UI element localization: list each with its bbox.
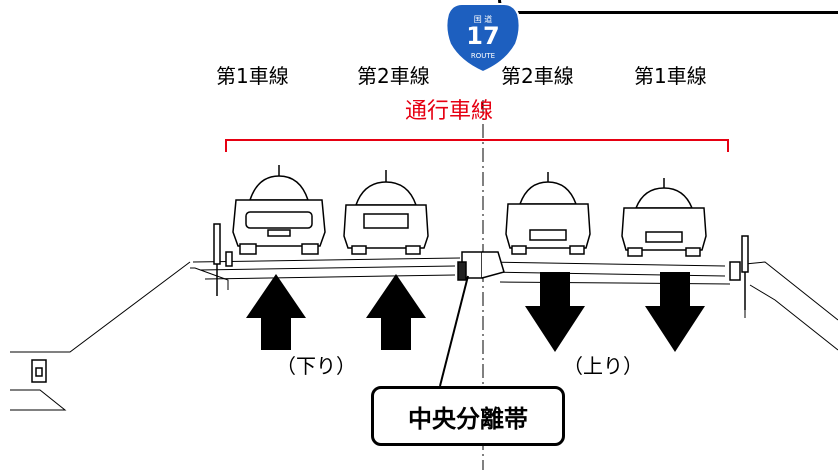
arrow-up-lane2	[366, 274, 426, 350]
route-shield-top-text: 国 道	[473, 15, 493, 24]
left-lower-post	[31, 359, 47, 383]
lane-label-up-2: 第2車線	[501, 64, 574, 88]
route-shield-bottom-text: ROUTE	[470, 52, 496, 60]
through-lane-label: 通行車線	[405, 99, 494, 124]
arrow-up-lane1	[246, 274, 306, 350]
right-guard-post	[729, 235, 749, 310]
car-lane1-down	[232, 165, 326, 255]
lane-label-up-1: 第1車線	[634, 64, 707, 88]
arrow-down-lane2	[525, 272, 585, 352]
through-lane-bracket	[225, 139, 729, 152]
arrow-down-lane1	[645, 272, 705, 352]
median-label-box: 中央分離帯	[371, 386, 565, 446]
median-label: 中央分離帯	[408, 404, 528, 433]
median-barrier	[457, 251, 505, 281]
car-lane2-down	[343, 170, 429, 255]
route-shield-number: 17	[466, 22, 500, 50]
direction-down-label: （下り）	[276, 354, 356, 378]
route-17-shield-icon	[445, 3, 521, 74]
car-lane1-up	[621, 178, 707, 257]
road-embankment	[10, 257, 838, 411]
car-lane2-up	[505, 172, 591, 255]
median-pointer	[439, 275, 469, 387]
left-guard-post	[213, 223, 233, 296]
direction-up-label: （上り）	[563, 354, 643, 378]
lane-label-down-2: 第2車線	[357, 64, 430, 88]
lane-label-down-1: 第1車線	[216, 64, 289, 88]
